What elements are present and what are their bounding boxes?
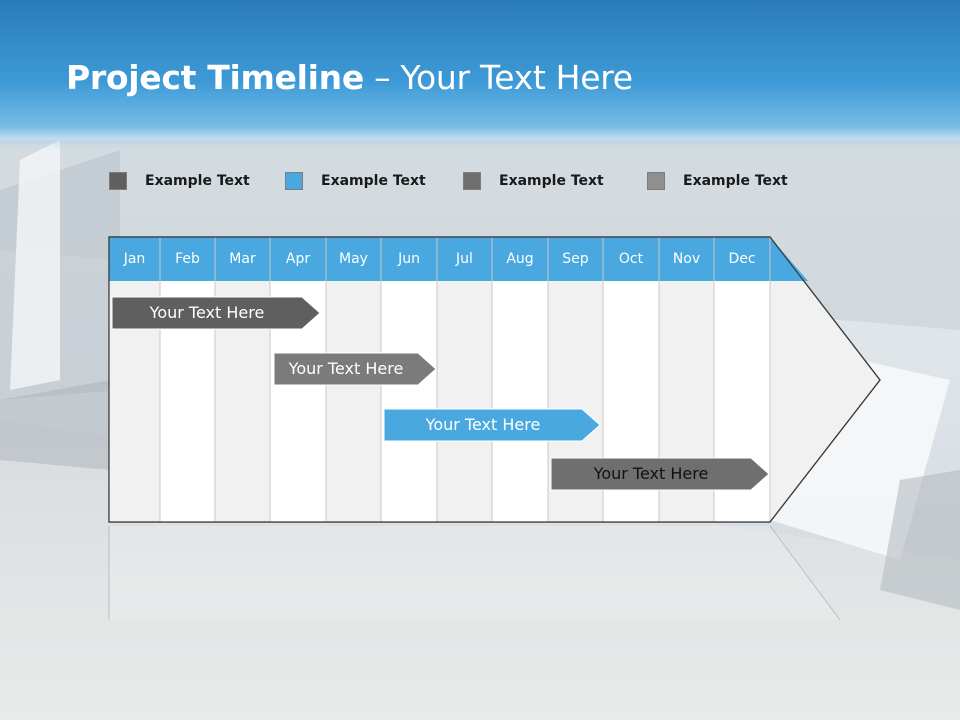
task-label: Your Text Here [149,303,265,322]
page-title: Project Timeline – Your Text Here [66,58,633,97]
task-label: Your Text Here [425,415,541,434]
task-bar [111,296,321,330]
title-band [0,0,960,150]
title-rest: – Your Text Here [363,58,633,97]
reflection-edge [769,525,841,621]
task-bar [273,352,437,386]
month-header-cell [381,237,437,281]
month-header-cell [659,237,714,281]
month-label: Mar [229,251,256,267]
arrow-header-wedge [770,237,808,281]
month-label: Sep [562,251,589,267]
month-column [326,281,381,522]
month-label: Jul [456,251,473,267]
month-label: Aug [506,251,534,267]
month-label: Dec [728,251,756,267]
legend-item: Example Text [647,170,788,192]
timeline-reflection [109,526,840,620]
legend-swatch [647,172,665,190]
legend-item: Example Text [109,170,250,192]
legend-item: Example Text [463,170,604,192]
month-header-cell [492,237,548,281]
legend-label: Example Text [683,173,788,189]
month-label: May [339,251,368,267]
month-column [381,281,437,522]
month-column [492,281,548,522]
month-header-cell [437,237,492,281]
month-header-cell [160,237,215,281]
task-bar [383,408,601,442]
title-bold: Project Timeline [66,58,364,97]
month-label: Nov [672,251,701,267]
task-label: Your Text Here [593,464,709,483]
legend-label: Example Text [145,173,250,189]
month-label: Jan [123,251,146,267]
legend-label: Example Text [321,173,426,189]
month-header-cell [109,237,160,281]
month-header-cell [548,237,603,281]
month-header-cell [714,237,770,281]
month-header-cell [215,237,270,281]
month-label: Jun [398,251,420,267]
legend-swatch [285,172,303,190]
task-bar [550,457,770,491]
month-header-cell [270,237,326,281]
month-label: Feb [175,251,200,267]
legend-swatch [109,172,127,190]
month-header-cell [326,237,381,281]
month-column [437,281,492,522]
legend-item: Example Text [285,170,426,192]
legend-swatch [463,172,481,190]
month-header-cell [603,237,659,281]
timeline-outline [108,236,881,523]
task-label: Your Text Here [288,359,404,378]
legend-label: Example Text [499,173,604,189]
month-label: Apr [285,251,311,267]
month-label: Oct [618,251,644,267]
